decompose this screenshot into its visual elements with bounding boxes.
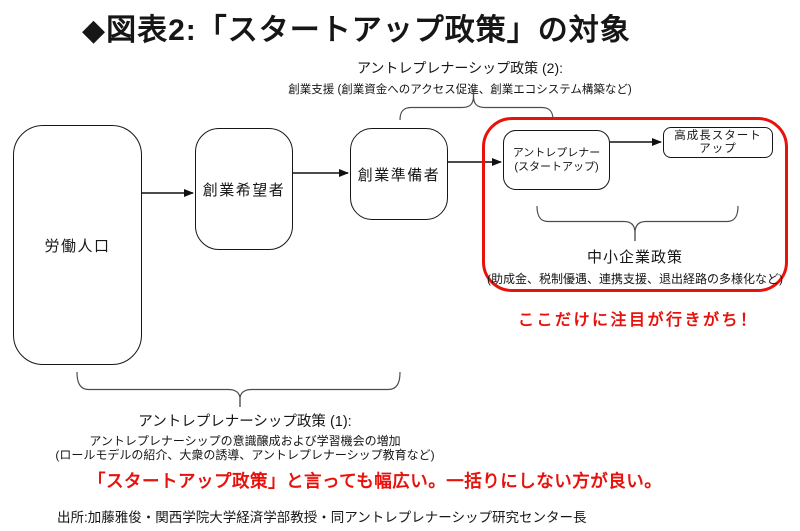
sme-policy-detail: (助成金、税制優遇、連携支援、退出経路の多様化など) <box>487 272 783 286</box>
conclusion-note: 「スタートアップ政策」と言っても幅広い。一括りにしない方が良い。 <box>88 471 663 491</box>
box-entrepreneur-label-line1: アントレプレナー <box>512 147 601 159</box>
source-credit: 出所:加藤雅俊・関西学院大学経済学部教授・同アントレプレナーシップ研究センター長 <box>57 510 587 525</box>
sme-policy-heading: 中小企業政策 <box>586 249 683 266</box>
attention-note: ここだけに注目が行きがち！ <box>518 312 759 329</box>
box-entrepreneur-label-line2: (スタートアップ) <box>514 161 599 173</box>
overbrace-policy-2 <box>399 89 475 121</box>
underbrace-policy-1-right <box>239 371 401 407</box>
underbrace-sme-left <box>536 205 636 241</box>
underbrace-policy-1-left <box>76 371 241 407</box>
overbrace-policy-2-right <box>472 89 554 121</box>
box-aspiring-founders-label: 創業希望者 <box>202 181 286 199</box>
box-high-growth-label-line2: アップ <box>699 142 737 155</box>
policy-2-heading: アントレプレナーシップ政策 (2): <box>356 60 564 76</box>
policy-1-heading: アントレプレナーシップ政策 (1): <box>138 414 352 430</box>
emphasis-red-frame <box>482 117 788 292</box>
box-preparing-founders-label: 創業準備者 <box>357 166 441 184</box>
box-high-growth-label-line1: 高成長スタート <box>674 129 762 142</box>
policy-1-detail-line2: (ロールモデルの紹介、大衆の誘導、アントレプレナーシップ教育など) <box>55 448 435 462</box>
entrepreneurship-policy-1-annotation: アントレプレナーシップ政策 (1): アントレプレナーシップの意識醸成および学習… <box>45 410 445 462</box>
page-title: ◆図表2:「スタートアップ政策」の対象 <box>82 14 631 47</box>
box-labor-population: 労働人口 <box>13 125 142 365</box>
box-high-growth-startup: 高成長スタート アップ <box>663 127 773 158</box>
box-entrepreneur-startup: アントレプレナー (スタートアップ) <box>503 130 610 190</box>
policy-2-detail: 創業支援 (創業資金へのアクセス促進、創業エコシステム構築など) <box>288 84 632 96</box>
entrepreneurship-policy-2-annotation: アントレプレナーシップ政策 (2): 創業支援 (創業資金へのアクセス促進、創業… <box>240 58 680 97</box>
box-labor-population-label: 労働人口 <box>44 237 111 255</box>
box-aspiring-founders: 創業希望者 <box>195 128 293 250</box>
sme-policy-annotation: 中小企業政策 (助成金、税制優遇、連携支援、退出経路の多様化など) <box>480 246 790 287</box>
box-preparing-founders: 創業準備者 <box>350 128 448 220</box>
policy-1-detail-line1: アントレプレナーシップの意識醸成および学習機会の増加 <box>89 434 401 448</box>
underbrace-sme-right <box>634 205 739 241</box>
